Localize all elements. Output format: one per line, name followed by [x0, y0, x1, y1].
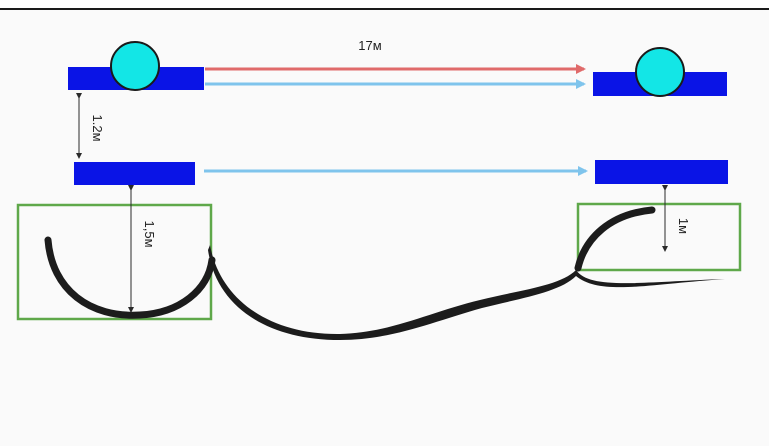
middle-right-block: [595, 160, 728, 184]
label-top-span: 17м: [358, 38, 381, 53]
left-u-curve: [44, 236, 216, 319]
label-right-depth: 1м: [676, 218, 691, 234]
top-left-wheel: [110, 41, 160, 91]
label-left-depth: 1,5м: [142, 220, 157, 247]
top-right-wheel: [635, 47, 685, 97]
connecting-curve: [208, 245, 725, 340]
right-hook-curve: [574, 206, 656, 272]
middle-left-block: [74, 162, 195, 185]
right-frame: [576, 202, 742, 272]
label-upper-gap: 1.2м: [90, 114, 105, 141]
top-divider: [0, 8, 769, 10]
